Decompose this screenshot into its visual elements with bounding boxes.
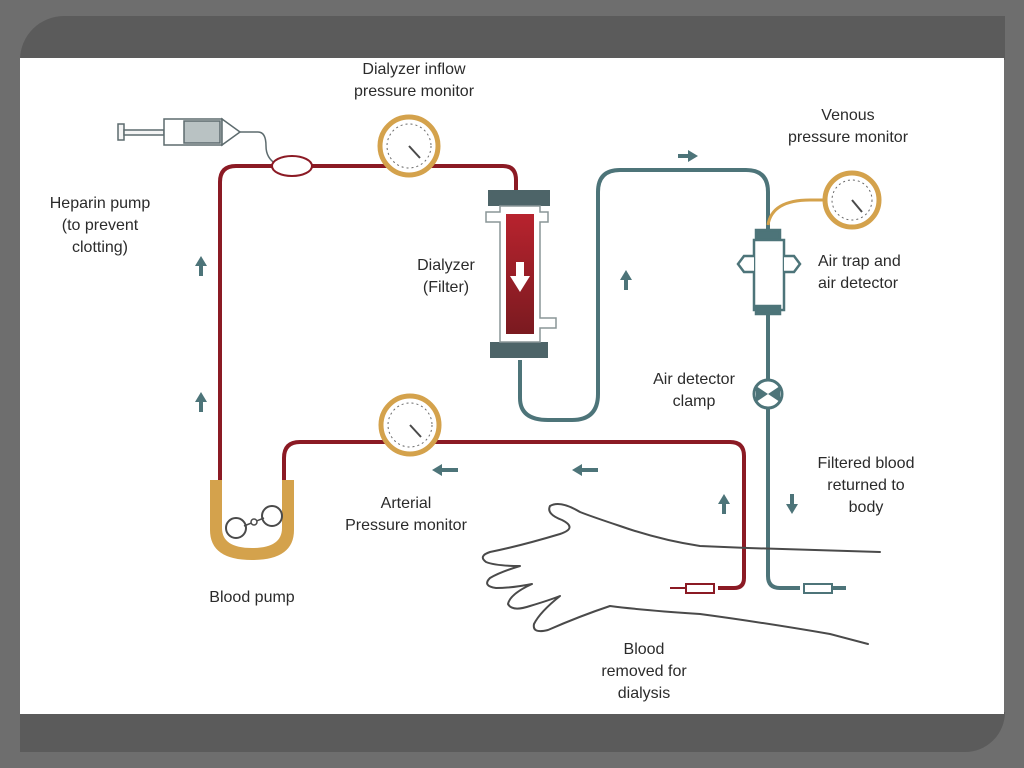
- flow-arrows: [195, 150, 798, 514]
- arrow-up-icon: [620, 270, 632, 290]
- blood-pump-icon: [210, 480, 294, 560]
- label-line: Arterial: [381, 495, 432, 512]
- label-line: returned to: [827, 477, 904, 494]
- label-dialyzer: Dialyzer (Filter): [417, 257, 475, 296]
- label-line: Air trap and: [818, 253, 901, 270]
- label-line: clotting): [72, 239, 128, 256]
- label-filtered-blood: Filtered blood returned to body: [818, 455, 915, 516]
- arrow-down-icon: [786, 494, 798, 514]
- label-line: dialysis: [618, 685, 670, 702]
- label-blood-removed: Blood removed for dialysis: [601, 641, 687, 702]
- label-line: (Filter): [423, 279, 469, 296]
- arrow-right-icon: [678, 150, 698, 162]
- venous-monitor-line: [766, 198, 824, 226]
- label-air-detector-clamp: Air detector clamp: [653, 371, 735, 410]
- label-line: removed for: [601, 663, 687, 680]
- dialyzer-inflow-gauge-icon: [377, 114, 441, 178]
- heparin-syringe-icon: [117, 117, 277, 165]
- venous-gauge-icon: [822, 170, 882, 230]
- label-line: Blood pump: [209, 589, 294, 606]
- label-line: Filtered blood: [818, 455, 915, 472]
- label-line: Dialyzer: [417, 257, 475, 274]
- label-blood-pump: Blood pump: [209, 589, 294, 606]
- venous-needle-icon: [803, 583, 833, 594]
- label-line: Blood: [624, 641, 665, 658]
- air-detector-clamp-icon: [752, 378, 784, 410]
- label-line: Venous: [821, 107, 874, 124]
- arrow-up-icon: [718, 494, 730, 514]
- label-heparin-pump: Heparin pump (to prevent clotting): [50, 195, 151, 256]
- arterial-tubing: [218, 164, 746, 590]
- label-line: pressure monitor: [354, 83, 475, 100]
- label-line: Heparin pump: [50, 195, 151, 212]
- label-air-trap: Air trap and air detector: [818, 253, 901, 292]
- label-venous-monitor: Venous pressure monitor: [788, 107, 909, 146]
- label-line: body: [849, 499, 884, 516]
- label-dialyzer-inflow: Dialyzer inflow pressure monitor: [354, 61, 475, 100]
- label-line: Pressure monitor: [345, 517, 467, 534]
- heparin-injection-port: [271, 155, 313, 177]
- label-line: Dialyzer inflow: [362, 61, 466, 78]
- arrow-left-icon: [432, 464, 458, 476]
- label-line: air detector: [818, 275, 899, 292]
- arrow-up-icon: [195, 392, 207, 412]
- dialyzer-icon: [485, 190, 557, 358]
- arrow-left-icon: [572, 464, 598, 476]
- label-line: clamp: [673, 393, 716, 410]
- slide-bottom-frame: [20, 712, 1005, 752]
- label-line: Air detector: [653, 371, 735, 388]
- venous-tubing: [518, 168, 846, 590]
- air-trap-icon: [736, 228, 802, 316]
- arm-outline: [481, 503, 881, 645]
- arterial-needle-icon: [670, 583, 715, 594]
- label-arterial-monitor: Arterial Pressure monitor: [345, 495, 467, 534]
- arterial-gauge-icon: [378, 393, 442, 457]
- arrow-up-icon: [195, 256, 207, 276]
- slide-top-frame: [20, 16, 1005, 60]
- label-line: pressure monitor: [788, 129, 909, 146]
- label-line: (to prevent: [62, 217, 139, 234]
